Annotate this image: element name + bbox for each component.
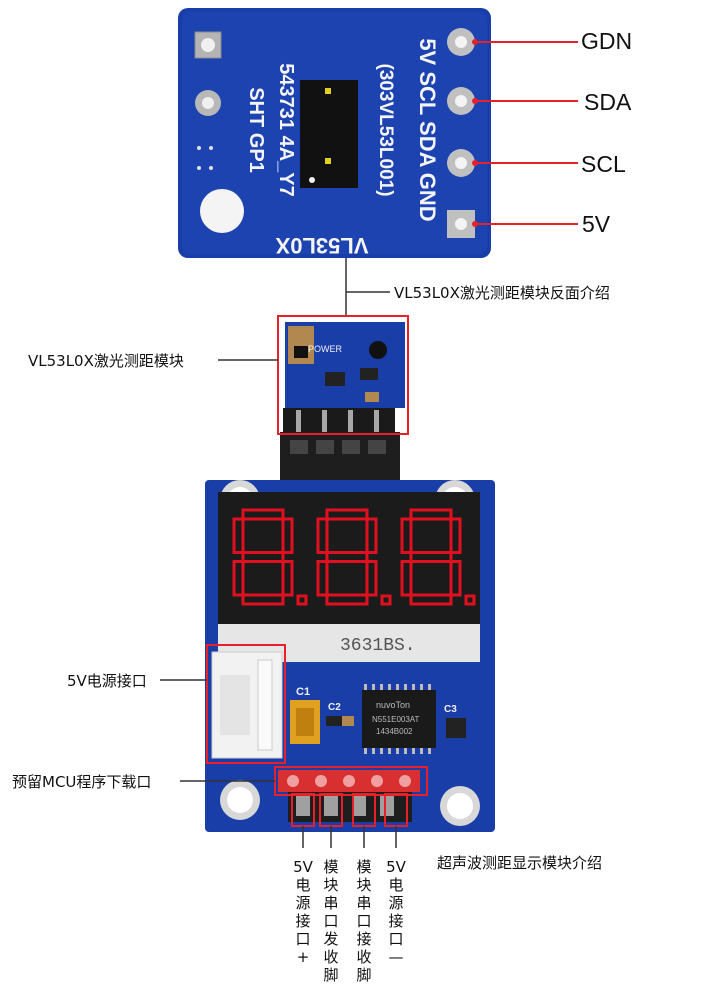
caption-back-side: VL53L0X激光测距模块反面介绍 <box>394 284 610 302</box>
digit-2-decimal-point <box>380 594 392 606</box>
digit-1-decimal-point <box>296 594 308 606</box>
caption-power-port: 5V电源接口 <box>67 672 147 690</box>
seven-segment-digits <box>232 508 476 606</box>
digit-3-decimal-point <box>464 594 476 606</box>
chip-brand: nuvoTon <box>376 700 410 710</box>
chip-model: N551E003AT <box>372 715 420 724</box>
power-connector <box>211 651 283 759</box>
digit-3-segment-6 <box>400 560 413 597</box>
display-part-number: 3631BS. <box>340 636 416 656</box>
components: C1 C2 nuvoTon N551E003AT 1434B002 C3 <box>290 684 466 754</box>
digit-1-segment-1 <box>241 508 285 521</box>
digit-2-segment-4 <box>316 517 329 554</box>
laser-module: POWER <box>280 322 405 490</box>
digit-1-segment-5 <box>281 517 294 554</box>
silk-pins: 5V SCL SDA GND <box>415 38 440 221</box>
bottom-pin-label-rx: 模块串口接收脚 <box>356 858 372 984</box>
sensor-board-back: SHT GP1 543731 4A_Y7 (303VL53L001) 5V SC… <box>178 8 491 258</box>
digit-3-segment-5 <box>449 517 462 554</box>
svg-text:POWER: POWER <box>308 344 343 354</box>
digit-3-segment-3 <box>409 593 453 606</box>
digit-2-segment-6 <box>316 560 329 597</box>
caption-laser-module: VL53L0X激光测距模块 <box>28 352 184 370</box>
digit-2-segment-7 <box>365 560 378 597</box>
digit-2-segment-1 <box>325 508 369 521</box>
silk-name: VL53L0X <box>275 233 368 258</box>
silk-code: 543731 4A_Y7 <box>275 63 297 196</box>
pin-label-gnd: GDN <box>581 28 633 54</box>
digit-2-segment-5 <box>365 517 378 554</box>
bottom-pin-label-tx: 模块串口发收脚 <box>323 858 339 984</box>
c2-label: C2 <box>328 702 341 713</box>
caption-mcu-port: 预留MCU程序下载口 <box>12 773 152 791</box>
digit-2-segment-2 <box>325 551 369 563</box>
digit-1-segment-6 <box>232 560 245 597</box>
pin-callouts <box>475 41 578 225</box>
pin-label-5v: 5V <box>582 211 611 237</box>
digit-1-segment-4 <box>232 517 245 554</box>
mcu-header <box>278 770 420 822</box>
digit-1-segment-2 <box>241 551 285 563</box>
chip-code: 1434B002 <box>376 727 413 736</box>
pin-label-sda: SDA <box>584 89 632 115</box>
pin-label-scl: SCL <box>581 151 626 177</box>
c1-label: C1 <box>296 686 310 698</box>
digit-1-segment-7 <box>281 560 294 597</box>
silk-top: SHT GP1 <box>245 87 267 173</box>
digit-1-segment-3 <box>241 593 285 606</box>
digit-3-segment-1 <box>409 508 453 521</box>
digit-3-segment-2 <box>409 551 453 563</box>
silk-chip: (303VL53L001) <box>375 63 396 196</box>
digit-2-segment-3 <box>325 593 369 606</box>
digit-3-segment-7 <box>449 560 462 597</box>
digit-3-segment-4 <box>400 517 413 554</box>
c3-label: C3 <box>444 704 457 715</box>
caption-display-module: 超声波测距显示模块介绍 <box>437 854 603 872</box>
